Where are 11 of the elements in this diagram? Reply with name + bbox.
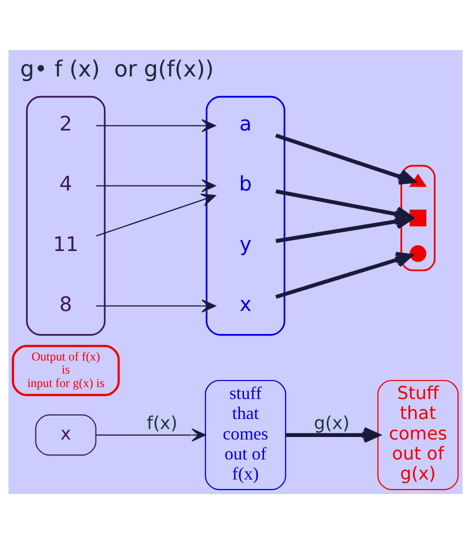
node-text: 8	[59, 291, 72, 316]
edge-label: g(x)	[314, 412, 350, 434]
diagram-title: g• f (x) or g(f(x))	[20, 56, 214, 82]
node-text: b	[239, 171, 252, 196]
node-text: x	[240, 291, 252, 316]
edge-label: f(x)	[146, 412, 178, 434]
node-text: a	[239, 111, 252, 136]
node-text: y	[240, 231, 252, 256]
node-text: 2	[59, 111, 72, 136]
node-text: 11	[53, 231, 79, 256]
node-text: 4	[59, 171, 72, 196]
